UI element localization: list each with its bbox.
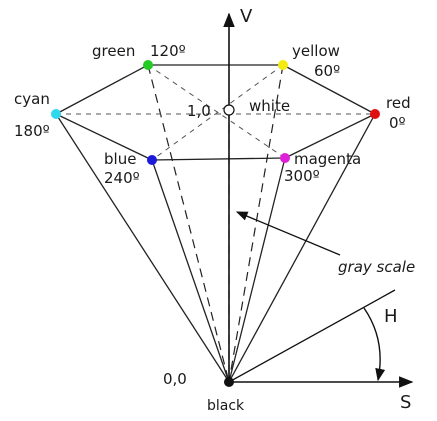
cyan-label: cyan — [14, 90, 50, 108]
gray-scale-label: gray scale — [338, 258, 415, 276]
hex-edge-yellow-red — [282, 64, 376, 115]
black-point — [224, 377, 234, 387]
magenta-angle: 300º — [284, 167, 320, 185]
white-point — [223, 104, 235, 116]
hexagon-top — [55, 64, 376, 161]
white-center: 1,0 white — [187, 97, 290, 120]
origin-name-label: black — [207, 398, 245, 414]
hidden-edge-green — [147, 64, 230, 383]
yellow-angle: 60º — [314, 62, 340, 80]
hidden-edge-yellow — [228, 64, 284, 383]
green-point — [143, 60, 153, 70]
red-label: red — [386, 94, 411, 112]
center-value-label: 1,0 — [187, 102, 211, 120]
hex-edge-red-magenta — [284, 113, 376, 159]
s-axis-label: S — [400, 392, 411, 413]
magenta-label: magenta — [294, 150, 361, 168]
magenta-point — [280, 153, 290, 163]
cyan-angle: 180º — [14, 122, 50, 140]
h-angle-label: H — [384, 306, 398, 327]
cone-edge-cyan — [55, 113, 230, 383]
cone-edge-blue — [151, 159, 230, 383]
blue-angle: 240º — [104, 169, 140, 187]
v-axis-label: V — [240, 6, 253, 27]
blue-label: blue — [104, 150, 136, 168]
red-point — [370, 109, 380, 119]
cone-edges-solid — [55, 113, 376, 383]
diagonal-yellow-blue — [151, 64, 284, 161]
cyan-point — [51, 109, 61, 119]
h-angle-arc — [363, 307, 386, 382]
blue-point — [147, 155, 157, 165]
center-diagonals — [56, 64, 375, 161]
hex-edge-cyan-green — [55, 64, 149, 115]
yellow-point — [278, 60, 288, 70]
green-label: green — [92, 42, 135, 60]
diagonal-green-magenta — [147, 64, 286, 159]
hex-edge-blue-cyan — [55, 113, 153, 161]
hex-edge-magenta-blue — [151, 157, 286, 161]
red-angle: 0º — [389, 114, 406, 132]
green-angle: 120º — [150, 42, 186, 60]
h-ray — [228, 289, 396, 383]
yellow-label: yellow — [292, 42, 340, 60]
cone-edge-red — [228, 113, 376, 383]
cone-edge-magenta — [228, 157, 286, 383]
origin-value-label: 0,0 — [163, 370, 187, 388]
center-name-label: white — [249, 97, 290, 115]
gray-scale-pointer — [235, 211, 341, 256]
